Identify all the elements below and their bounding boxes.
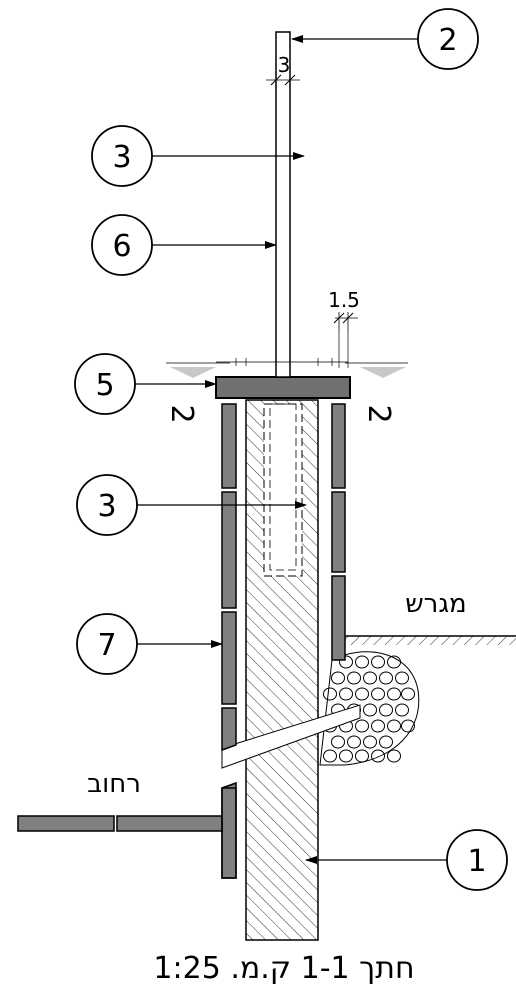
- callout-number: 2: [438, 23, 457, 58]
- section-mark-right: 2: [361, 404, 396, 423]
- right-cladding: [331, 403, 346, 661]
- cladding-stone: [331, 491, 346, 573]
- callout-1: 1: [305, 829, 508, 891]
- callout-number: 6: [112, 229, 131, 264]
- dim-offset-text: 1.5: [328, 288, 360, 312]
- gravel-stone: [355, 655, 369, 669]
- cladding-stone: [221, 781, 237, 879]
- callout-6: 6: [91, 214, 277, 276]
- gravel-stone: [401, 687, 415, 701]
- gravel-stone: [371, 687, 385, 701]
- gravel-stone: [363, 671, 377, 685]
- dim-tick: [284, 74, 296, 86]
- fence-post: [275, 31, 291, 378]
- gravel-stone: [323, 749, 337, 763]
- gravel-stone: [355, 749, 369, 763]
- gravel-stone: [387, 719, 401, 733]
- gravel-stone: [379, 671, 393, 685]
- curb-edge: [221, 787, 237, 879]
- label-street: רחוב: [87, 769, 141, 799]
- gravel-stone: [347, 735, 361, 749]
- gravel-stone: [347, 671, 361, 685]
- street-pavement: [17, 787, 237, 879]
- gravel-stone: [379, 735, 393, 749]
- gravel-stone: [323, 687, 337, 701]
- gravel-stone: [363, 703, 377, 717]
- label-field: מגרש: [405, 589, 466, 619]
- drain-pipe: [221, 704, 361, 769]
- gravel-stone: [355, 719, 369, 733]
- callout-3-top: 3: [91, 125, 305, 187]
- callout-number: 3: [97, 489, 116, 524]
- callout-number: 1: [467, 844, 486, 879]
- paving-slab: [17, 815, 115, 832]
- callout-number: 7: [97, 628, 116, 663]
- dim-tick: [270, 74, 282, 86]
- cladding-stone: [331, 575, 346, 661]
- callout-5: 5: [74, 353, 217, 415]
- coping-cap: [215, 376, 351, 399]
- gravel-stone: [395, 703, 409, 717]
- callout-number: 3: [112, 140, 131, 175]
- section-mark-left: 2: [164, 404, 199, 423]
- cladding-stone: [221, 491, 237, 609]
- gravel-stone: [339, 749, 353, 763]
- gravel-outline: [319, 651, 420, 766]
- gravel-stone: [371, 655, 385, 669]
- dim-post-width-text: 3: [278, 53, 291, 77]
- gravel-stone: [387, 687, 401, 701]
- left-cladding: [221, 403, 237, 879]
- ground-hatch: [345, 636, 516, 645]
- callout-7: 7: [76, 613, 223, 675]
- gravel-stone: [387, 749, 401, 763]
- dimension-cap-chain: [216, 330, 349, 368]
- dimension-post-width: 3: [266, 53, 300, 90]
- gravel-stone: [363, 735, 377, 749]
- level-triangle-right: [360, 367, 406, 378]
- gravel-fill: [323, 655, 415, 763]
- cladding-stone: [221, 707, 237, 752]
- gravel-stone: [379, 703, 393, 717]
- callout-2: 2: [291, 8, 479, 70]
- dim-tick: [333, 312, 345, 324]
- drawing-title: חתך 1-1 ק.מ. 1:25: [153, 951, 414, 986]
- gravel-stone: [339, 687, 353, 701]
- field-ground: [345, 635, 516, 645]
- level-triangle-left: [170, 367, 216, 378]
- level-markers: [166, 362, 408, 378]
- dim-tick: [342, 312, 354, 324]
- gravel-stone: [331, 671, 345, 685]
- cladding-stone: [221, 403, 237, 489]
- gravel-stone: [331, 735, 345, 749]
- post-socket-inner: [269, 403, 297, 571]
- callout-number: 5: [95, 368, 114, 403]
- gravel-stone: [395, 671, 409, 685]
- paving-slab: [116, 815, 223, 832]
- cladding-stone: [221, 611, 237, 705]
- gravel-stone: [371, 719, 385, 733]
- callout-3-socket: 3: [76, 474, 307, 536]
- dimension-offset: 1.5: [328, 288, 360, 330]
- cladding-stone: [331, 403, 346, 489]
- gravel-stone: [355, 687, 369, 701]
- gravel-stone: [371, 749, 385, 763]
